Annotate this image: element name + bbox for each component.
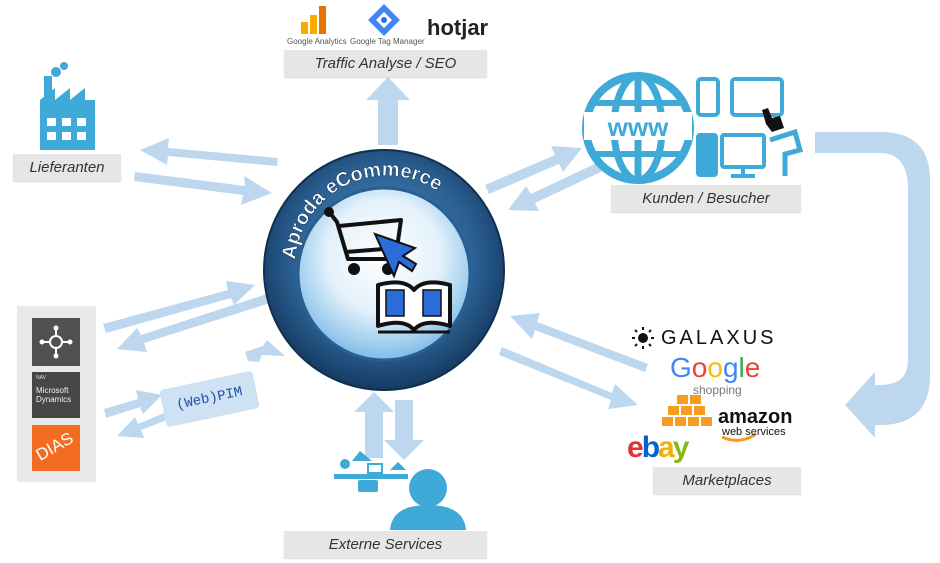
arrow-pim-to-erp [117,411,172,438]
amazon-boxes-icon [662,395,712,426]
google-tag-manager-label: Google Tag Manager [350,37,425,46]
arrow-from-externe [354,392,394,458]
google-tag-manager-icon [368,4,400,36]
hotjar-logo: hotjar [427,15,489,40]
arrow-pim-to-center [245,340,285,362]
google-analytics-icon [301,6,326,34]
waiter-service-icon [334,451,466,530]
amazon-web-services-label: web services [722,426,786,438]
arrow-center-to-erp-1 [117,294,270,352]
arrow-from-kunden [508,161,605,211]
microsoft-dynamics-label: Microsoft Dynamics [36,386,72,404]
arrow-to-marketplaces [499,347,638,409]
devices-icon [696,77,804,178]
galaxus-logo: GALAXUS [661,327,777,349]
svg-text:www: www [607,112,669,142]
microsoft-dynamics-tile [32,372,80,418]
arrow-erp-to-pim [104,390,162,418]
factory-icon [40,62,95,150]
amazon-logo: amazon [718,406,793,428]
center-hub: Aproda eCommerce [263,149,505,391]
ebay-logo: ebay [627,431,689,464]
label-traffic-analyse: Traffic Analyse / SEO [284,50,487,77]
arrow-erp-to-center-1 [103,281,255,333]
label-kunden-besucher: Kunden / Besucher [611,185,801,212]
arrow-from-lieferanten [134,172,272,205]
cursor-icon [373,232,418,279]
touch-hand-icon [762,108,784,132]
google-shopping-logo: Google [670,352,761,383]
network-hub-icon [32,318,80,366]
label-externe-services: Externe Services [284,531,487,558]
arrow-from-marketplaces [510,313,648,372]
nav-small-label: NAV [36,375,46,381]
catalog-book-icon [376,280,452,334]
dias-tile [32,425,80,471]
arrow-to-externe [384,400,424,460]
google-analytics-label: Google Analytics [287,37,347,46]
label-marketplaces: Marketplaces [653,467,801,494]
www-globe-icon: www [582,72,694,184]
arrow-to-kunden [485,146,582,194]
label-lieferanten: Lieferanten [13,154,121,181]
arrows [103,77,930,460]
arrow-to-lieferanten [140,138,278,166]
galaxus-sun-icon [632,327,654,349]
google-shopping-sublabel: shopping [693,383,742,397]
amazon-smile-icon [721,432,757,442]
arrow-to-traffic [366,77,410,145]
arrow-kunden-to-marketplaces [815,132,930,438]
